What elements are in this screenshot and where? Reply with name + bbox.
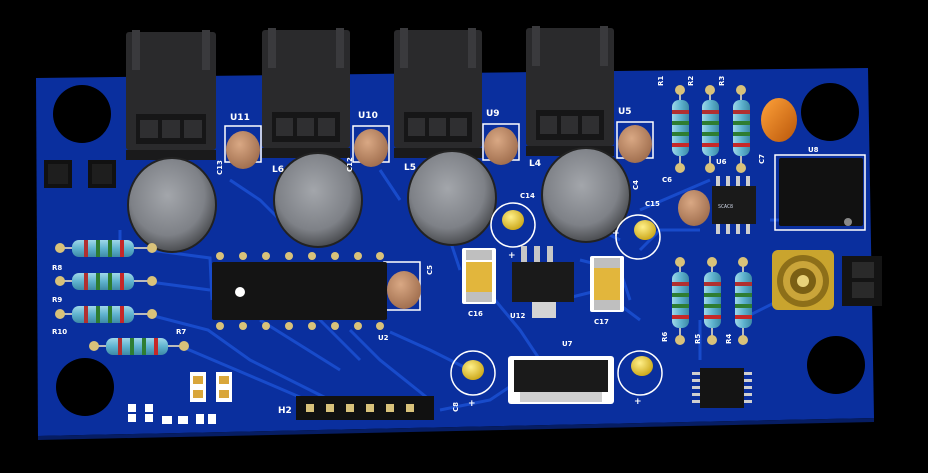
label-r10: R10 <box>52 328 67 336</box>
label-c5: C5 <box>426 265 434 275</box>
regulator-u7 <box>508 356 614 404</box>
svg-text:SCAC8: SCAC8 <box>718 204 733 210</box>
label-r6: R6 <box>661 332 669 342</box>
plus-c15: + <box>612 229 620 239</box>
label-r5: R5 <box>694 334 702 344</box>
label-h2: H2 <box>278 406 292 416</box>
label-u5: U5 <box>618 107 632 117</box>
label-c17: C17 <box>594 318 609 326</box>
pcb-board-edge <box>38 418 874 440</box>
label-u11: U11 <box>230 113 250 123</box>
label-u9: U9 <box>486 109 500 119</box>
capacitor-c7 <box>761 98 797 142</box>
resistors-left <box>55 240 189 355</box>
label-c16: C16 <box>468 310 483 318</box>
label-u8: U8 <box>808 146 819 154</box>
label-c12: C12 <box>346 157 354 172</box>
label-u10: U10 <box>358 111 378 121</box>
plus-c9: + <box>634 397 642 407</box>
label-l4: L4 <box>529 159 541 169</box>
label-c7: C7 <box>758 154 766 164</box>
label-r9: R9 <box>52 296 62 304</box>
regulator-u12 <box>462 246 624 318</box>
ic-u8 <box>774 154 866 231</box>
smd-parts-top-left <box>44 160 116 188</box>
label-r2: R2 <box>687 76 695 86</box>
label-l5: L5 <box>404 163 416 173</box>
ic-bottom-right <box>692 368 752 408</box>
label-r7: R7 <box>176 328 186 336</box>
label-c13: C13 <box>216 160 224 175</box>
label-r4: R4 <box>725 334 733 344</box>
label-c14: C14 <box>520 192 535 200</box>
label-r1: R1 <box>657 76 665 86</box>
connector-block <box>126 26 614 160</box>
smd-parts-bottom-left <box>128 372 232 424</box>
ceramic-capacitors <box>224 121 710 311</box>
resistors-right-middle <box>672 257 752 345</box>
bnc-connector <box>772 250 882 310</box>
label-c4: C4 <box>632 180 640 190</box>
ic-u6: SCAC8 <box>712 176 756 234</box>
inductors <box>127 147 631 253</box>
label-u2: U2 <box>378 334 389 342</box>
label-r3: R3 <box>718 76 726 86</box>
electrolytic-caps-small <box>450 202 663 396</box>
label-r8: R8 <box>52 264 62 272</box>
label-u6: U6 <box>716 158 727 166</box>
plus-c14: + <box>508 251 516 261</box>
label-u7: U7 <box>562 340 573 348</box>
silkscreen-labels: U11 U10 U9 U5 L6 L5 L4 C13 C12 C4 C5 C14… <box>52 76 819 416</box>
mounting-holes <box>53 83 865 416</box>
ic-u2-dip <box>212 252 387 330</box>
label-c8: C8 <box>452 402 460 412</box>
label-u12: U12 <box>510 312 526 320</box>
label-c15: C15 <box>645 200 660 208</box>
label-l6: L6 <box>272 165 284 175</box>
resistors-top-right <box>672 85 750 173</box>
header-h2 <box>296 396 434 420</box>
label-c6: C6 <box>662 176 672 184</box>
plus-c8: + <box>468 399 476 409</box>
